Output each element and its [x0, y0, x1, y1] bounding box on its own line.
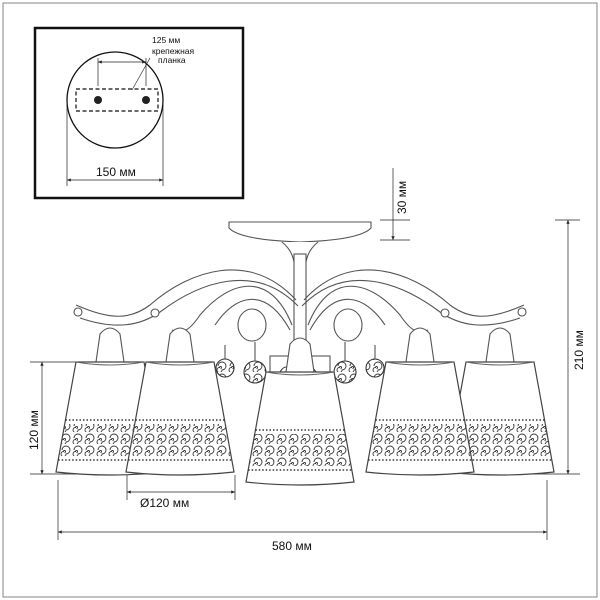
- shade-1-holder: [95, 327, 125, 363]
- shade-4-holder: [405, 327, 435, 363]
- shade-1-rim: [75, 361, 145, 366]
- shade-5-swirl-band: [448, 424, 552, 456]
- dim-shade-height: 120 мм: [27, 361, 80, 475]
- screw-hole-right: [142, 96, 150, 104]
- mounting-plate-inset: 125 мм крепежная планка 150 мм: [33, 26, 245, 200]
- arm-outer-right: [303, 269, 525, 317]
- arm-outer-left-b: [79, 279, 299, 326]
- dim-30-label: 30 мм: [395, 181, 409, 214]
- shade-5: [445, 327, 555, 476]
- crystal-balls: [215, 342, 385, 384]
- knob-left: [150, 308, 160, 318]
- arm-inner-left-b: [214, 298, 291, 331]
- knob-right: [440, 308, 450, 318]
- ceiling-canopy: [228, 221, 372, 243]
- dim-210-label: 210 мм: [572, 330, 586, 370]
- mounting-bar-note-2: планка: [158, 55, 186, 65]
- ring-left: [237, 308, 267, 342]
- shade-4: [365, 327, 475, 476]
- shade-3-rim: [265, 371, 335, 376]
- shade-3-swirl-band: [248, 434, 352, 466]
- shade-3-holder: [285, 337, 315, 373]
- shade-2-swirl-band: [128, 424, 232, 456]
- shade-4-body: [365, 361, 475, 476]
- dim-shade-diameter-label: Ø120 мм: [140, 496, 189, 510]
- canopy-circle: [66, 51, 164, 149]
- dim-150-label: 150 мм: [96, 165, 136, 179]
- central-stem: [293, 253, 307, 350]
- shade-2-holder: [165, 327, 195, 363]
- shade-5-rim: [465, 361, 535, 366]
- shades: [55, 327, 555, 486]
- mounting-bar: [75, 88, 159, 112]
- arm-outer-right-b: [301, 279, 521, 326]
- arm-outer-left: [75, 269, 297, 317]
- mounting-bar-note: крепежная: [152, 46, 195, 56]
- shade-3: [245, 337, 355, 486]
- knob-far-left: [73, 307, 83, 317]
- knob-far-right: [517, 307, 527, 317]
- dim-shade-diameter: Ø120 мм: [126, 475, 236, 510]
- dim-30: 30 мм: [380, 168, 410, 241]
- dim-shade-height-label: 120 мм: [27, 410, 41, 450]
- shade-2-rim: [145, 361, 215, 366]
- dim-580: 580 мм: [57, 480, 548, 553]
- ring-right: [333, 308, 363, 342]
- shade-5-holder: [485, 327, 515, 363]
- shade-4-rim: [385, 361, 455, 366]
- shade-2: [125, 327, 235, 476]
- shade-4-swirl-band: [368, 424, 472, 456]
- screw-hole-left: [94, 96, 102, 104]
- dim-125-label: 125 мм: [152, 35, 180, 45]
- note-leader: [131, 57, 151, 91]
- shade-3-body: [245, 371, 355, 486]
- inset-border: [33, 26, 245, 200]
- dim-580-label: 580 мм: [272, 539, 312, 553]
- arm-inner-right-b: [309, 298, 386, 331]
